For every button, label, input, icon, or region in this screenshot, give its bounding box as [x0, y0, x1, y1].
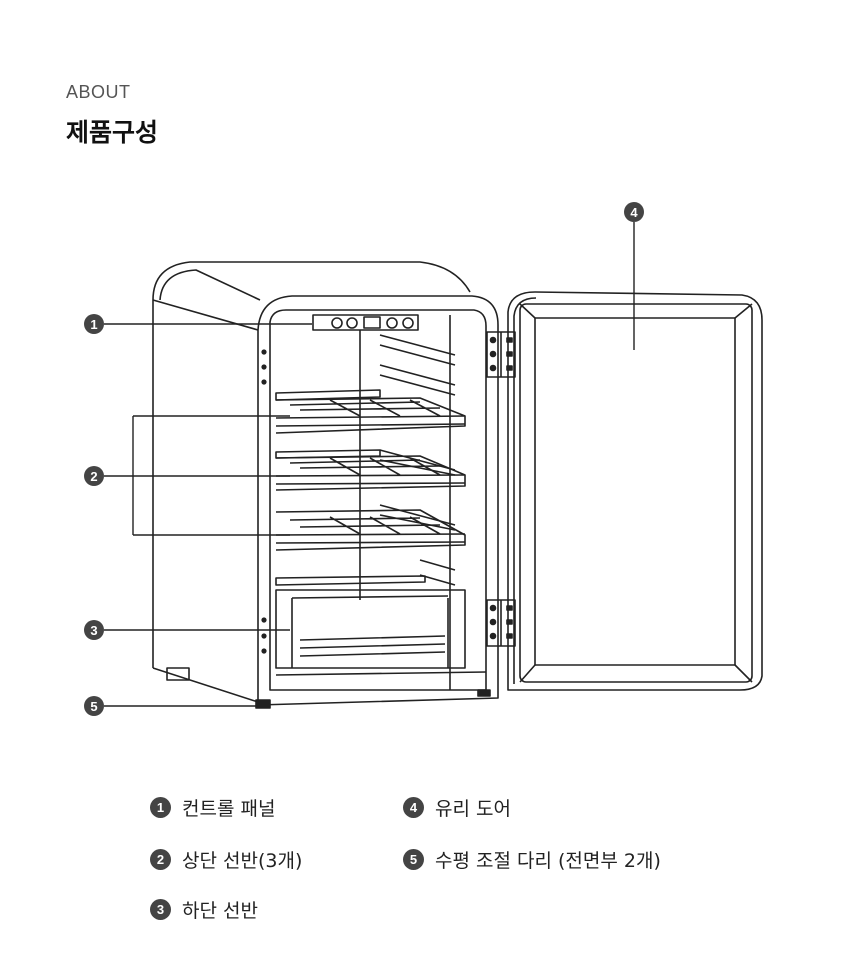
svg-text:1: 1: [90, 317, 97, 332]
glass-door: [507, 291, 763, 691]
legend-item-lower-shelf: 3 하단 선반: [150, 896, 258, 923]
callout-2: 2: [84, 466, 104, 486]
svg-text:5: 5: [90, 699, 97, 714]
svg-text:4: 4: [630, 205, 638, 220]
legend-label: 수평 조절 다리 (전면부 2개): [435, 850, 661, 872]
callout-5: 5: [84, 696, 104, 716]
svg-text:3: 3: [90, 623, 97, 638]
callout-4: 4: [624, 202, 644, 222]
number-badge: 2: [150, 849, 171, 870]
cabinet-body: [152, 261, 471, 703]
number-badge: 4: [403, 797, 424, 818]
legend-item-control-panel: 1 컨트롤 패널: [150, 794, 275, 821]
page-title: 제품구성: [66, 118, 159, 147]
lower-shelf: [275, 575, 487, 676]
number-badge: 3: [150, 899, 171, 920]
interior: [359, 315, 456, 690]
legend-label: 상단 선반(3개): [182, 850, 303, 872]
legend-item-glass-door: 4 유리 도어: [403, 794, 511, 821]
number-badge: 1: [150, 797, 171, 818]
hinges: [486, 331, 516, 647]
upper-shelves: [275, 389, 466, 551]
callout-3: 3: [84, 620, 104, 640]
legend-item-leveling-legs: 5 수평 조절 다리 (전면부 2개): [403, 846, 661, 873]
legend-label: 유리 도어: [435, 798, 511, 820]
legend-label: 하단 선반: [182, 900, 258, 922]
front-frame: [255, 295, 499, 709]
svg-text:2: 2: [90, 469, 97, 484]
section-eyebrow: ABOUT: [66, 82, 131, 102]
callout-1: 1: [84, 314, 104, 334]
legend-item-upper-shelf: 2 상단 선반(3개): [150, 846, 302, 873]
leader-lines: [104, 222, 635, 707]
number-badge: 5: [403, 849, 424, 870]
control-panel: [312, 314, 419, 331]
legend-label: 컨트롤 패널: [182, 798, 276, 820]
